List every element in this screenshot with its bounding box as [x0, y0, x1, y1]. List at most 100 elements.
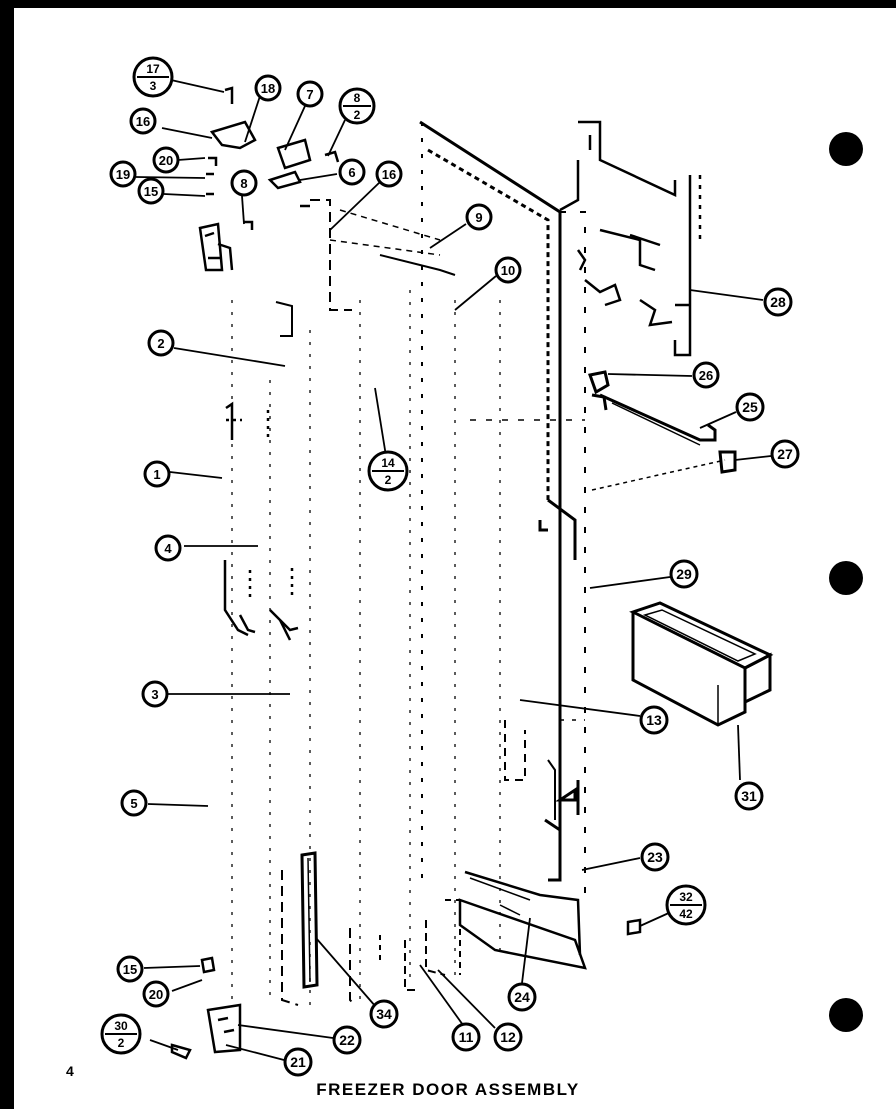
callout-18a: 18 — [254, 74, 282, 102]
callout-number: 26 — [699, 368, 713, 383]
callout-number: 13 — [646, 712, 662, 728]
callout-28a: 28 — [763, 287, 793, 317]
callout-circle — [142, 980, 170, 1008]
callout-number: 31 — [741, 788, 757, 804]
callout-number: 16 — [136, 114, 150, 129]
callout-number: 19 — [116, 167, 130, 182]
callout-number: 16 — [382, 167, 396, 182]
callout-25: 25 — [735, 392, 765, 422]
callout-number: 21 — [290, 1054, 306, 1070]
callout-circle — [143, 460, 171, 488]
callout-number: 3 — [151, 687, 158, 702]
callout-number: 22 — [339, 1032, 355, 1048]
callout-number: 12 — [500, 1029, 516, 1045]
callout-top-number: 32 — [679, 890, 693, 904]
callout-circle — [734, 781, 764, 811]
bottom-hinge-hardware — [170, 918, 642, 1060]
callout-number: 11 — [459, 1029, 474, 1045]
callout-5: 5 — [120, 789, 148, 817]
door-liner-left-parts — [198, 199, 456, 641]
callout-number: 15 — [144, 184, 158, 199]
callout-number: 29 — [676, 566, 692, 582]
callout-circle — [147, 329, 175, 357]
binder-hole-top — [829, 132, 863, 166]
callout-circle — [763, 287, 793, 317]
callout-15a: 15 — [137, 177, 165, 205]
callout-number: 20 — [159, 153, 173, 168]
callout-circle — [451, 1022, 481, 1052]
callout-number: 18 — [261, 81, 275, 96]
callout-20b: 20 — [142, 980, 170, 1008]
callout-circle — [230, 169, 258, 197]
callout-13: 13 — [639, 705, 669, 735]
callout-6: 6 — [338, 158, 366, 186]
callout-number: 25 — [742, 399, 758, 415]
callout-number: 6 — [348, 165, 355, 180]
gasket-strip-34 — [281, 851, 319, 1006]
callout-circle — [338, 158, 366, 186]
callout-16a: 16 — [129, 107, 157, 135]
callout-circle — [109, 160, 137, 188]
callout-number: 2 — [157, 336, 164, 351]
callout-circle — [332, 1025, 362, 1055]
leader-lines — [135, 79, 772, 1061]
callout-23: 23 — [640, 842, 670, 872]
callout-circle — [465, 203, 493, 231]
callout-circle — [116, 955, 144, 983]
callout-circle — [494, 256, 522, 284]
page-number: 4 — [66, 1063, 74, 1079]
callout-11: 11 — [451, 1022, 481, 1052]
callout-number: 9 — [475, 210, 482, 225]
callout-circle — [141, 680, 169, 708]
callout-17-3: 173 — [132, 56, 174, 98]
callout-number: 20 — [149, 987, 163, 1002]
callout-15b: 15 — [116, 955, 144, 983]
exploded-parts-diagram: 1731878216201915861691028226251422714293… — [100, 56, 800, 1077]
callout-circle — [493, 1022, 523, 1052]
lower-door-channels — [349, 720, 580, 1006]
callout-top-number: 30 — [114, 1019, 128, 1033]
callout-number: 7 — [306, 87, 313, 102]
callout-number: 34 — [376, 1006, 392, 1022]
callout-24: 24 — [507, 982, 537, 1012]
upper-bracket-assembly — [559, 120, 702, 357]
callout-circle — [640, 842, 670, 872]
callout-circle — [669, 559, 699, 589]
callout-26: 26 — [692, 361, 720, 389]
callout-14-2: 142 — [367, 450, 409, 492]
callout-number: 27 — [777, 446, 793, 462]
callout-number: 28 — [770, 294, 786, 310]
callout-circle — [770, 439, 800, 469]
callout-12: 12 — [493, 1022, 523, 1052]
callout-circle — [254, 74, 282, 102]
callout-number: 8 — [240, 176, 247, 191]
callout-21: 21 — [283, 1047, 313, 1077]
callout-8: 8 — [230, 169, 258, 197]
callout-circle — [154, 534, 182, 562]
callout-top-number: 8 — [354, 91, 361, 105]
callout-bottom-number: 2 — [385, 473, 392, 487]
door-inner-panel — [419, 120, 586, 900]
callout-circle — [639, 705, 669, 735]
callout-circle — [120, 789, 148, 817]
shelf-24 — [458, 870, 587, 970]
callout-34: 34 — [369, 999, 399, 1029]
callout-1: 1 — [143, 460, 171, 488]
callout-circle — [152, 146, 180, 174]
binder-hole-bottom — [829, 998, 863, 1032]
callout-10: 10 — [494, 256, 522, 284]
callout-circle — [375, 160, 403, 188]
callout-circle — [692, 361, 720, 389]
callout-bottom-number: 3 — [150, 79, 157, 93]
callout-20a: 20 — [152, 146, 180, 174]
callout-number: 4 — [164, 541, 172, 556]
callout-22: 22 — [332, 1025, 362, 1055]
callout-number: 15 — [123, 962, 137, 977]
top-hinge-hardware — [206, 86, 340, 230]
bar-25 — [588, 370, 737, 491]
callout-circle — [507, 982, 537, 1012]
ice-bin-31 — [629, 601, 774, 727]
callout-top-number: 17 — [146, 62, 160, 76]
